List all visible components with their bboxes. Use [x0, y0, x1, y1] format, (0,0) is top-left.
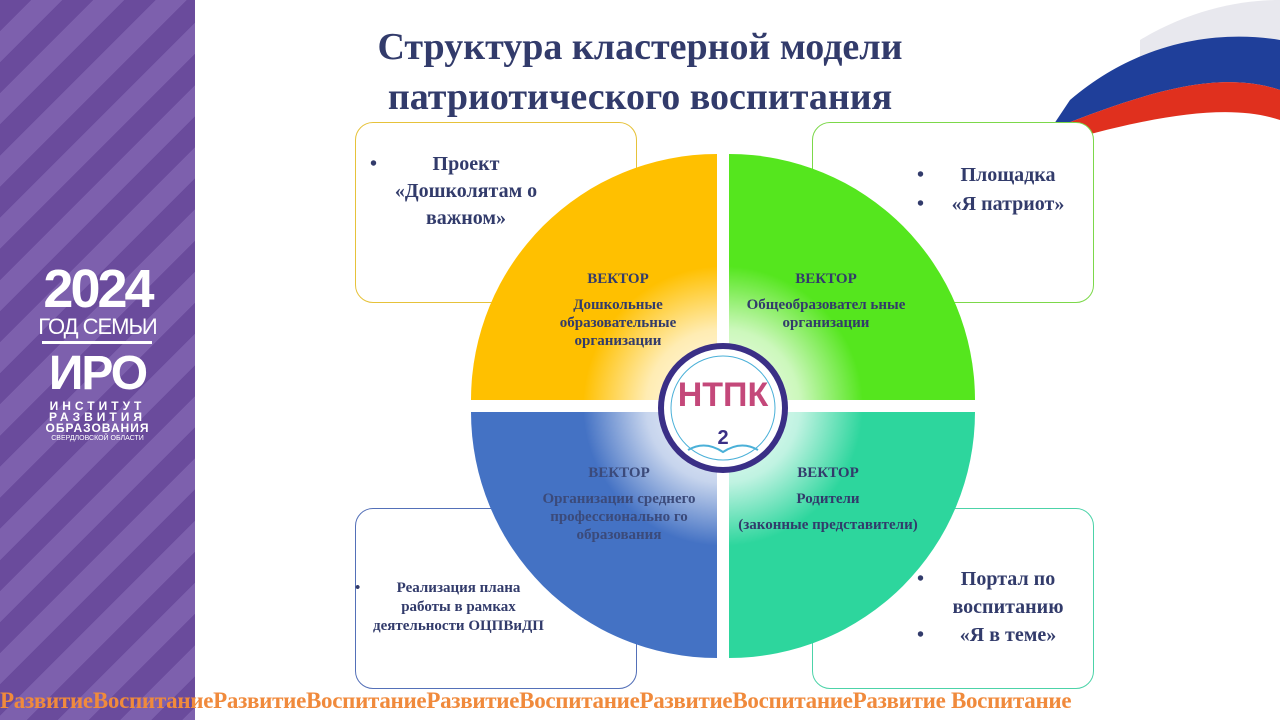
org-line4: СВЕРДЛОВСКОЙ ОБЛАСТИ	[51, 435, 144, 442]
vector-label: ВЕКТОР	[588, 465, 650, 481]
box-item: «Я в теме»	[917, 621, 1083, 649]
org-line2: РАЗВИТИЯ	[48, 410, 146, 424]
org-line3: ОБРАЗОВАНИЯ	[45, 421, 150, 435]
college-logo: НТПК 2	[658, 343, 788, 473]
divider	[42, 341, 152, 344]
box-item: Реализация плана работы в рамках деятель…	[355, 579, 546, 636]
college-logo-number: 2	[717, 427, 728, 449]
title-line-2: патриотического воспитания	[387, 76, 893, 118]
vector-name: Общеобразовател ьные организации	[746, 297, 906, 331]
sidebar-panel: 2024 ГОД СЕМЬИ ИРО ИНСТИТУТ РАЗВИТИЯ ОБР…	[0, 0, 195, 720]
org-line1: ИНСТИТУТ	[49, 399, 146, 413]
quadrant-label-spo: ВЕКТОР Организации среднего профессиональ…	[530, 464, 708, 544]
iro-logo: ИРО	[48, 347, 148, 400]
vector-label: ВЕКТОР	[797, 465, 859, 481]
box-item: «Я патриот»	[917, 190, 1083, 219]
russian-flag-icon	[1000, 0, 1280, 160]
title-line-1: Структура кластерной модели	[377, 26, 903, 68]
vector-subtitle: (законные представители)	[738, 517, 918, 533]
box-item: Проект «Дошколятам о важном»	[370, 151, 546, 232]
vector-name: Организации среднего профессионально го …	[542, 491, 696, 543]
quadrant-label-parents: ВЕКТОР Родители (законные представители)	[738, 464, 918, 534]
quadrant-label-preschool: ВЕКТОР Дошкольные образовательные организ…	[528, 270, 708, 350]
year-logo: 2024	[43, 259, 154, 319]
quadrant-label-school: ВЕКТОР Общеобразовател ьные организации	[736, 270, 916, 332]
college-logo-abbr: НТПК	[678, 376, 769, 414]
footer-banner: РазвитиеВоспитаниеРазвитиеВоспитаниеРазв…	[0, 688, 1072, 713]
vector-name: Родители	[796, 491, 860, 507]
box-item: Портал по воспитанию	[917, 565, 1083, 621]
vector-label: ВЕКТОР	[587, 271, 649, 287]
vector-name: Дошкольные образовательные организации	[559, 297, 677, 349]
vector-label: ВЕКТОР	[795, 271, 857, 287]
box-item: Площадка	[917, 161, 1083, 190]
year-caption: ГОД СЕМЬИ	[38, 314, 157, 339]
page-title: Структура кластерной модели патриотическ…	[330, 22, 950, 122]
